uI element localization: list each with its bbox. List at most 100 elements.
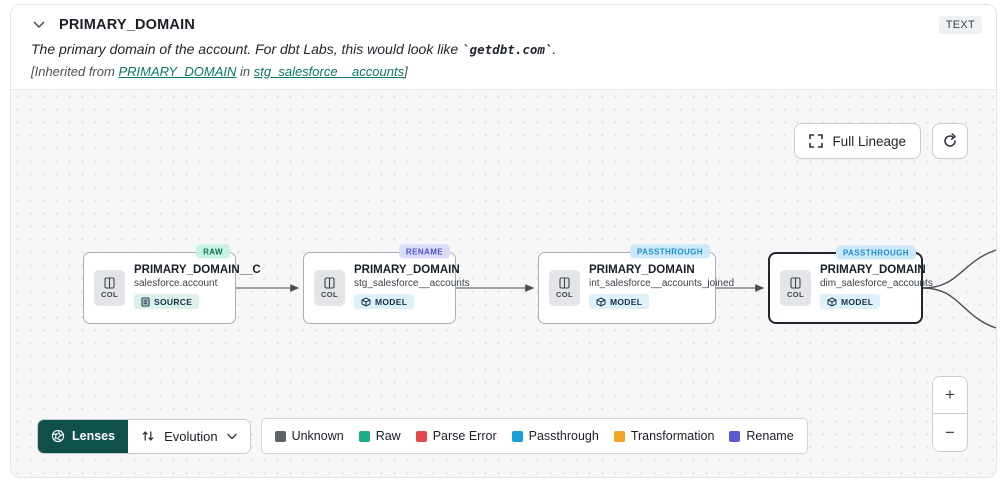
node-title: PRIMARY_DOMAIN__C xyxy=(134,264,261,277)
legend-swatch xyxy=(358,430,370,442)
lineage-node-dim-selected[interactable]: PASSTHROUGH COL PRIMARY_DOMAIN dim_sales… xyxy=(768,245,933,324)
full-lineage-button[interactable]: Full Lineage xyxy=(794,123,921,159)
evolution-badge: RENAME xyxy=(398,244,450,259)
resource-tag: MODEL xyxy=(820,294,881,310)
legend-label: Raw xyxy=(375,429,401,443)
lenses-label: Lenses xyxy=(72,429,116,443)
legend-label: Rename xyxy=(746,429,794,443)
refresh-icon xyxy=(944,133,956,147)
inherited-suffix: ] xyxy=(404,64,408,79)
inherited-middle: in xyxy=(236,64,254,79)
node-content: PRIMARY_DOMAIN int_salesforce__accounts_… xyxy=(589,264,734,312)
col-label: COL xyxy=(100,290,119,299)
column-type-box: COL xyxy=(549,270,580,306)
lineage-node-source[interactable]: RAW COL PRIMARY_DOMAIN__C salesforce.acc… xyxy=(83,244,261,324)
evolution-badge: RAW xyxy=(196,244,230,259)
description-text: The primary domain of the account. For d… xyxy=(31,41,463,57)
column-lineage-panel: TEXT PRIMARY_DOMAIN The primary domain o… xyxy=(10,4,997,478)
resource-label: MODEL xyxy=(375,296,408,307)
page-title: PRIMARY_DOMAIN xyxy=(59,17,195,33)
inherited-column-link[interactable]: PRIMARY_DOMAIN xyxy=(118,64,237,79)
resource-label: SOURCE xyxy=(154,296,193,307)
full-lineage-label: Full Lineage xyxy=(832,133,906,149)
resource-label: MODEL xyxy=(610,296,643,307)
source-icon xyxy=(141,297,150,307)
legend-swatch xyxy=(613,430,625,442)
legend-item: Rename xyxy=(729,429,794,443)
node-subtitle: dim_salesforce_accounts xyxy=(820,278,933,290)
refresh-button[interactable] xyxy=(932,123,968,159)
col-label: COL xyxy=(555,290,574,299)
node-content: PRIMARY_DOMAIN stg_salesforce__accounts … xyxy=(354,264,470,312)
node-content: PRIMARY_DOMAIN__C salesforce.account SOU… xyxy=(134,264,261,312)
lens-selector: Lenses Evolution xyxy=(37,418,251,454)
column-header: TEXT PRIMARY_DOMAIN The primary domain o… xyxy=(11,5,996,90)
chevron-down-icon xyxy=(226,433,237,439)
description-code: `getdbt.com` xyxy=(462,42,553,57)
legend-item: Parse Error xyxy=(415,429,497,443)
legend-swatch xyxy=(415,430,427,442)
lenses-button[interactable]: Lenses xyxy=(38,419,129,453)
node-content: PRIMARY_DOMAIN dim_salesforce_accounts M… xyxy=(820,264,933,312)
node-title: PRIMARY_DOMAIN xyxy=(589,264,695,277)
legend-label: Parse Error xyxy=(432,429,497,443)
legend-label: Transformation xyxy=(630,429,715,443)
inherited-from-line: [Inherited from PRIMARY_DOMAIN in stg_sa… xyxy=(31,64,976,79)
canvas-toolbar: Full Lineage xyxy=(794,123,968,159)
lineage-node-intermediate[interactable]: PASSTHROUGH COL PRIMARY_DOMAIN int_sales… xyxy=(538,244,734,324)
column-type-box: COL xyxy=(314,270,345,306)
resource-tag: SOURCE xyxy=(134,294,200,310)
inherited-model-link[interactable]: stg_salesforce__accounts xyxy=(253,64,405,79)
evolution-badge: PASSTHROUGH xyxy=(629,244,710,259)
inherited-prefix: [Inherited from xyxy=(31,64,119,79)
column-type-badge: TEXT xyxy=(938,16,982,34)
column-icon xyxy=(790,277,801,289)
edge-fork-down xyxy=(922,287,996,329)
evolution-icon xyxy=(142,431,154,441)
column-icon xyxy=(104,277,115,289)
lens-dropdown[interactable]: Evolution xyxy=(128,419,250,453)
zoom-out-button[interactable]: − xyxy=(933,414,967,451)
evolution-legend: Unknown Raw Parse Error Passthrough Tran… xyxy=(260,418,808,454)
legend-swatch xyxy=(511,430,523,442)
column-icon xyxy=(324,277,335,289)
node-title: PRIMARY_DOMAIN xyxy=(820,264,926,277)
expand-icon xyxy=(809,134,824,148)
chevron-down-icon xyxy=(33,21,45,28)
zoom-controls: + − xyxy=(932,376,968,452)
legend-swatch xyxy=(274,430,286,442)
legend-label: Unknown xyxy=(291,429,344,443)
node-subtitle: salesforce.account xyxy=(134,278,218,290)
model-icon xyxy=(827,297,837,307)
column-type-box: COL xyxy=(780,270,811,306)
legend-item: Passthrough xyxy=(511,429,599,443)
collapse-toggle[interactable] xyxy=(31,19,47,31)
node-subtitle: int_salesforce__accounts_joined xyxy=(589,278,735,290)
node-title: PRIMARY_DOMAIN xyxy=(354,264,460,277)
col-label: COL xyxy=(786,290,805,299)
legend-item: Transformation xyxy=(613,429,715,443)
resource-tag: MODEL xyxy=(354,294,415,310)
evolution-badge: PASSTHROUGH xyxy=(835,245,916,260)
lens-selected-label: Evolution xyxy=(164,428,218,444)
column-icon xyxy=(559,277,570,289)
description-suffix: . xyxy=(552,41,557,57)
lineage-canvas[interactable]: Full Lineage RAW COL PRIMARY_DOMAIN__C s… xyxy=(11,90,996,477)
resource-tag: MODEL xyxy=(589,294,650,310)
zoom-in-button[interactable]: + xyxy=(933,377,967,414)
col-label: COL xyxy=(320,290,339,299)
resource-label: MODEL xyxy=(841,296,874,307)
aperture-icon xyxy=(51,429,65,443)
lineage-node-staging[interactable]: RENAME COL PRIMARY_DOMAIN stg_salesforce… xyxy=(303,244,470,324)
column-description: The primary domain of the account. For d… xyxy=(31,41,976,57)
model-icon xyxy=(361,297,371,307)
legend-item: Unknown xyxy=(274,429,344,443)
legend-item: Raw xyxy=(358,429,401,443)
edge-fork-up xyxy=(922,249,996,289)
legend-swatch xyxy=(729,430,741,442)
column-type-box: COL xyxy=(94,270,125,306)
model-icon xyxy=(596,297,606,307)
legend-label: Passthrough xyxy=(528,429,599,443)
bottom-toolbar: Lenses Evolution Unknown Raw Parse Error… xyxy=(37,418,808,454)
node-subtitle: stg_salesforce__accounts xyxy=(354,278,470,290)
